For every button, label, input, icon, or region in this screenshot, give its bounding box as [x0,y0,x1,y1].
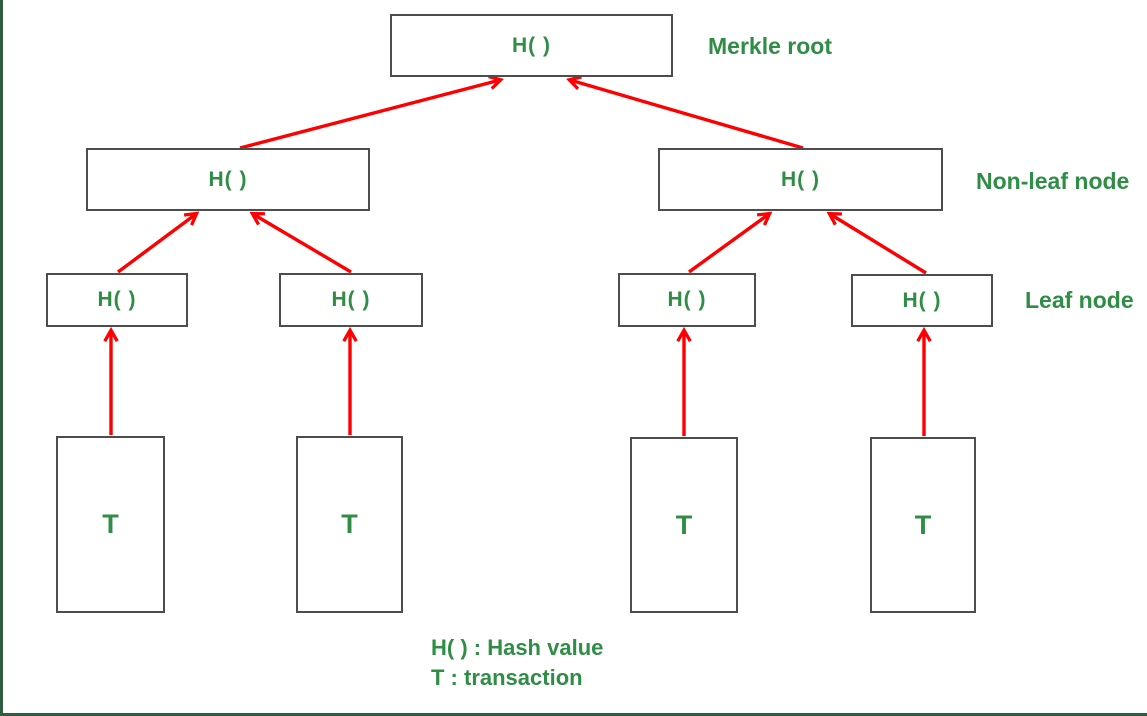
leaf-node-2: H( ) [279,273,423,327]
non-leaf-node-left: H( ) [86,148,370,211]
leaf-node-2-label: H( ) [331,288,371,311]
leaf-node-1: H( ) [46,273,188,327]
arrow-nonleaf1-to-root [239,80,500,150]
leaf-node-1-label: H( ) [97,288,137,311]
transaction-box-4: T [870,437,976,613]
arrow-leaf1-to-nonleaf1 [116,214,196,274]
legend: H( ) : Hash value T : transaction [431,633,603,693]
leaf-node-3: H( ) [618,273,756,327]
non-leaf-right-label: H( ) [781,167,820,191]
non-leaf-left-label: H( ) [208,167,248,191]
transaction-1-label: T [102,509,119,539]
arrow-leaf4-to-nonleaf2 [830,214,927,275]
leaf-node-4-label: H( ) [902,288,942,312]
arrow-nonleaf2-to-root [570,80,804,150]
leaf-node-4: H( ) [851,274,993,327]
transaction-box-1: T [56,436,165,613]
legend-transaction: T : transaction [431,665,583,690]
non-leaf-node-annotation: Non-leaf node [976,168,1130,194]
legend-hash-value: H( ) : Hash value [431,635,604,660]
arrow-leaf2-to-nonleaf1 [253,214,352,274]
transaction-2-label: T [341,509,358,539]
arrow-leaf3-to-nonleaf2 [688,214,769,274]
merkle-root-annotation: Merkle root [708,33,832,59]
non-leaf-node-right: H( ) [658,148,943,211]
merkle-root-label: H( ) [512,33,551,57]
leaf-node-annotation: Leaf node [1025,287,1134,313]
merkle-root-node: H( ) [390,14,673,77]
transaction-3-label: T [675,509,693,540]
transaction-4-label: T [914,509,932,540]
leaf-node-3-label: H( ) [667,288,707,311]
transaction-box-3: T [630,437,738,613]
transaction-box-2: T [296,436,403,613]
